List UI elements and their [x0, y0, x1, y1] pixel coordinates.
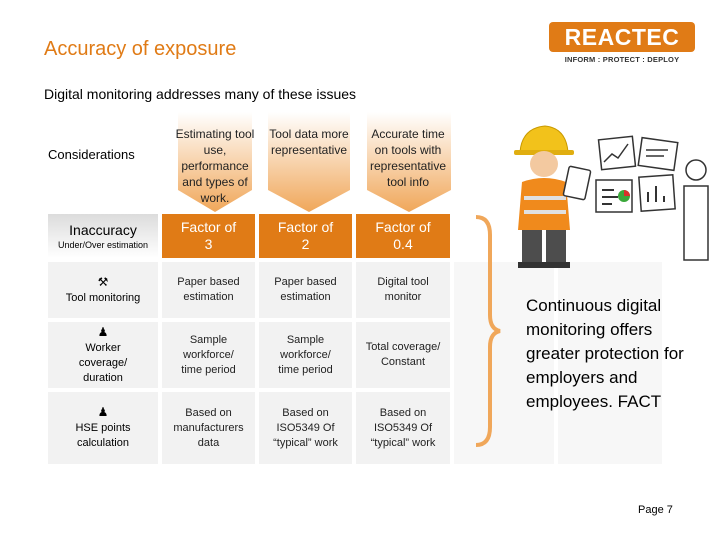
cell-text: Sample workforce/ time period: [278, 333, 333, 376]
inaccuracy-label: Inaccuracy: [69, 221, 137, 238]
table-cell: Paper based estimation: [162, 262, 255, 318]
arrow-text: Tool data more representative: [269, 127, 349, 157]
arrow-column-3: Accurate time on tools with representati…: [363, 112, 453, 212]
factor-text: Factor of 2: [277, 219, 334, 252]
factor-text: Factor of 0.4: [375, 219, 431, 252]
logo-tagline: INFORM : PROTECT : DEPLOY: [564, 55, 680, 64]
slide-subtitle: Digital monitoring addresses many of the…: [44, 86, 357, 102]
cell-text: Paper based estimation: [177, 276, 240, 303]
table-cell: Sample workforce/ time period: [259, 322, 352, 388]
table-cell: Sample workforce/ time period: [162, 322, 255, 388]
arrow-text: Accurate time on tools with representati…: [369, 127, 447, 189]
factor-cell-2: Factor of 2: [259, 214, 352, 258]
row-label-hse-points: ♟ HSE points calculation: [48, 392, 158, 464]
cell-text: Based on ISO5349 Of “typical” work: [273, 406, 338, 449]
down-arrow-shape: [178, 112, 252, 212]
cell-text: Total coverage/ Constant: [365, 341, 441, 368]
table-cell: Based on ISO5349 Of “typical” work: [356, 392, 450, 464]
cell-text: Digital tool monitor: [377, 276, 429, 303]
row-label-text: HSE points calculation: [75, 422, 131, 449]
right-brace-icon: [475, 215, 501, 447]
arrow-column-2: Tool data more representative: [264, 112, 354, 212]
row-label-worker-coverage: ♟ Worker coverage/ duration: [48, 322, 158, 388]
conclusion-text: Continuous digital monitoring offers gre…: [526, 296, 684, 411]
cell-text: Paper based estimation: [274, 276, 337, 303]
logo-wordmark: REACTEC: [549, 22, 695, 52]
factor-cell-1: Factor of 3: [162, 214, 255, 258]
arrow-text: Estimating tool use, performance and typ…: [175, 127, 255, 205]
arrow-column-1: Estimating tool use, performance and typ…: [170, 112, 260, 212]
factor-cell-3: Factor of 0.4: [356, 214, 450, 258]
cell-text: Based on ISO5349 Of “typical” work: [370, 406, 436, 449]
worker-illustration: [514, 125, 709, 268]
table-cell: Digital tool monitor: [356, 262, 450, 318]
worker-icon: ♟: [97, 324, 109, 339]
cell-text: Based on manufacturers data: [173, 406, 244, 449]
slide-title: Accuracy of exposure: [44, 38, 237, 60]
page-number: Page 7: [638, 504, 673, 516]
person-icon: ♟: [97, 405, 109, 419]
factor-text: Factor of 3: [180, 219, 237, 252]
blank-column: [454, 262, 554, 464]
reactec-logo: REACTEC INFORM : PROTECT : DEPLOY: [549, 22, 695, 70]
row-label-tool-monitoring: ⚒ Tool monitoring: [48, 262, 158, 318]
blank-column: [558, 262, 662, 464]
table-cell: Total coverage/ Constant: [356, 322, 450, 388]
row-label-text: Worker coverage/ duration: [78, 341, 128, 384]
table-cell: Paper based estimation: [259, 262, 352, 318]
down-arrow-shape: [268, 112, 350, 212]
tool-icon: ⚒: [97, 274, 109, 289]
cell-text: Sample workforce/ time period: [181, 333, 236, 376]
table-cell: Based on manufacturers data: [162, 392, 255, 464]
row-label-text: Tool monitoring: [65, 291, 141, 304]
inaccuracy-sublabel: Under/Over estimation: [57, 239, 149, 250]
considerations-label: Considerations: [48, 147, 135, 162]
down-arrow-shape: [367, 112, 451, 212]
table-cell: Based on ISO5349 Of “typical” work: [259, 392, 352, 464]
inaccuracy-header: Inaccuracy Under/Over estimation: [48, 214, 158, 258]
